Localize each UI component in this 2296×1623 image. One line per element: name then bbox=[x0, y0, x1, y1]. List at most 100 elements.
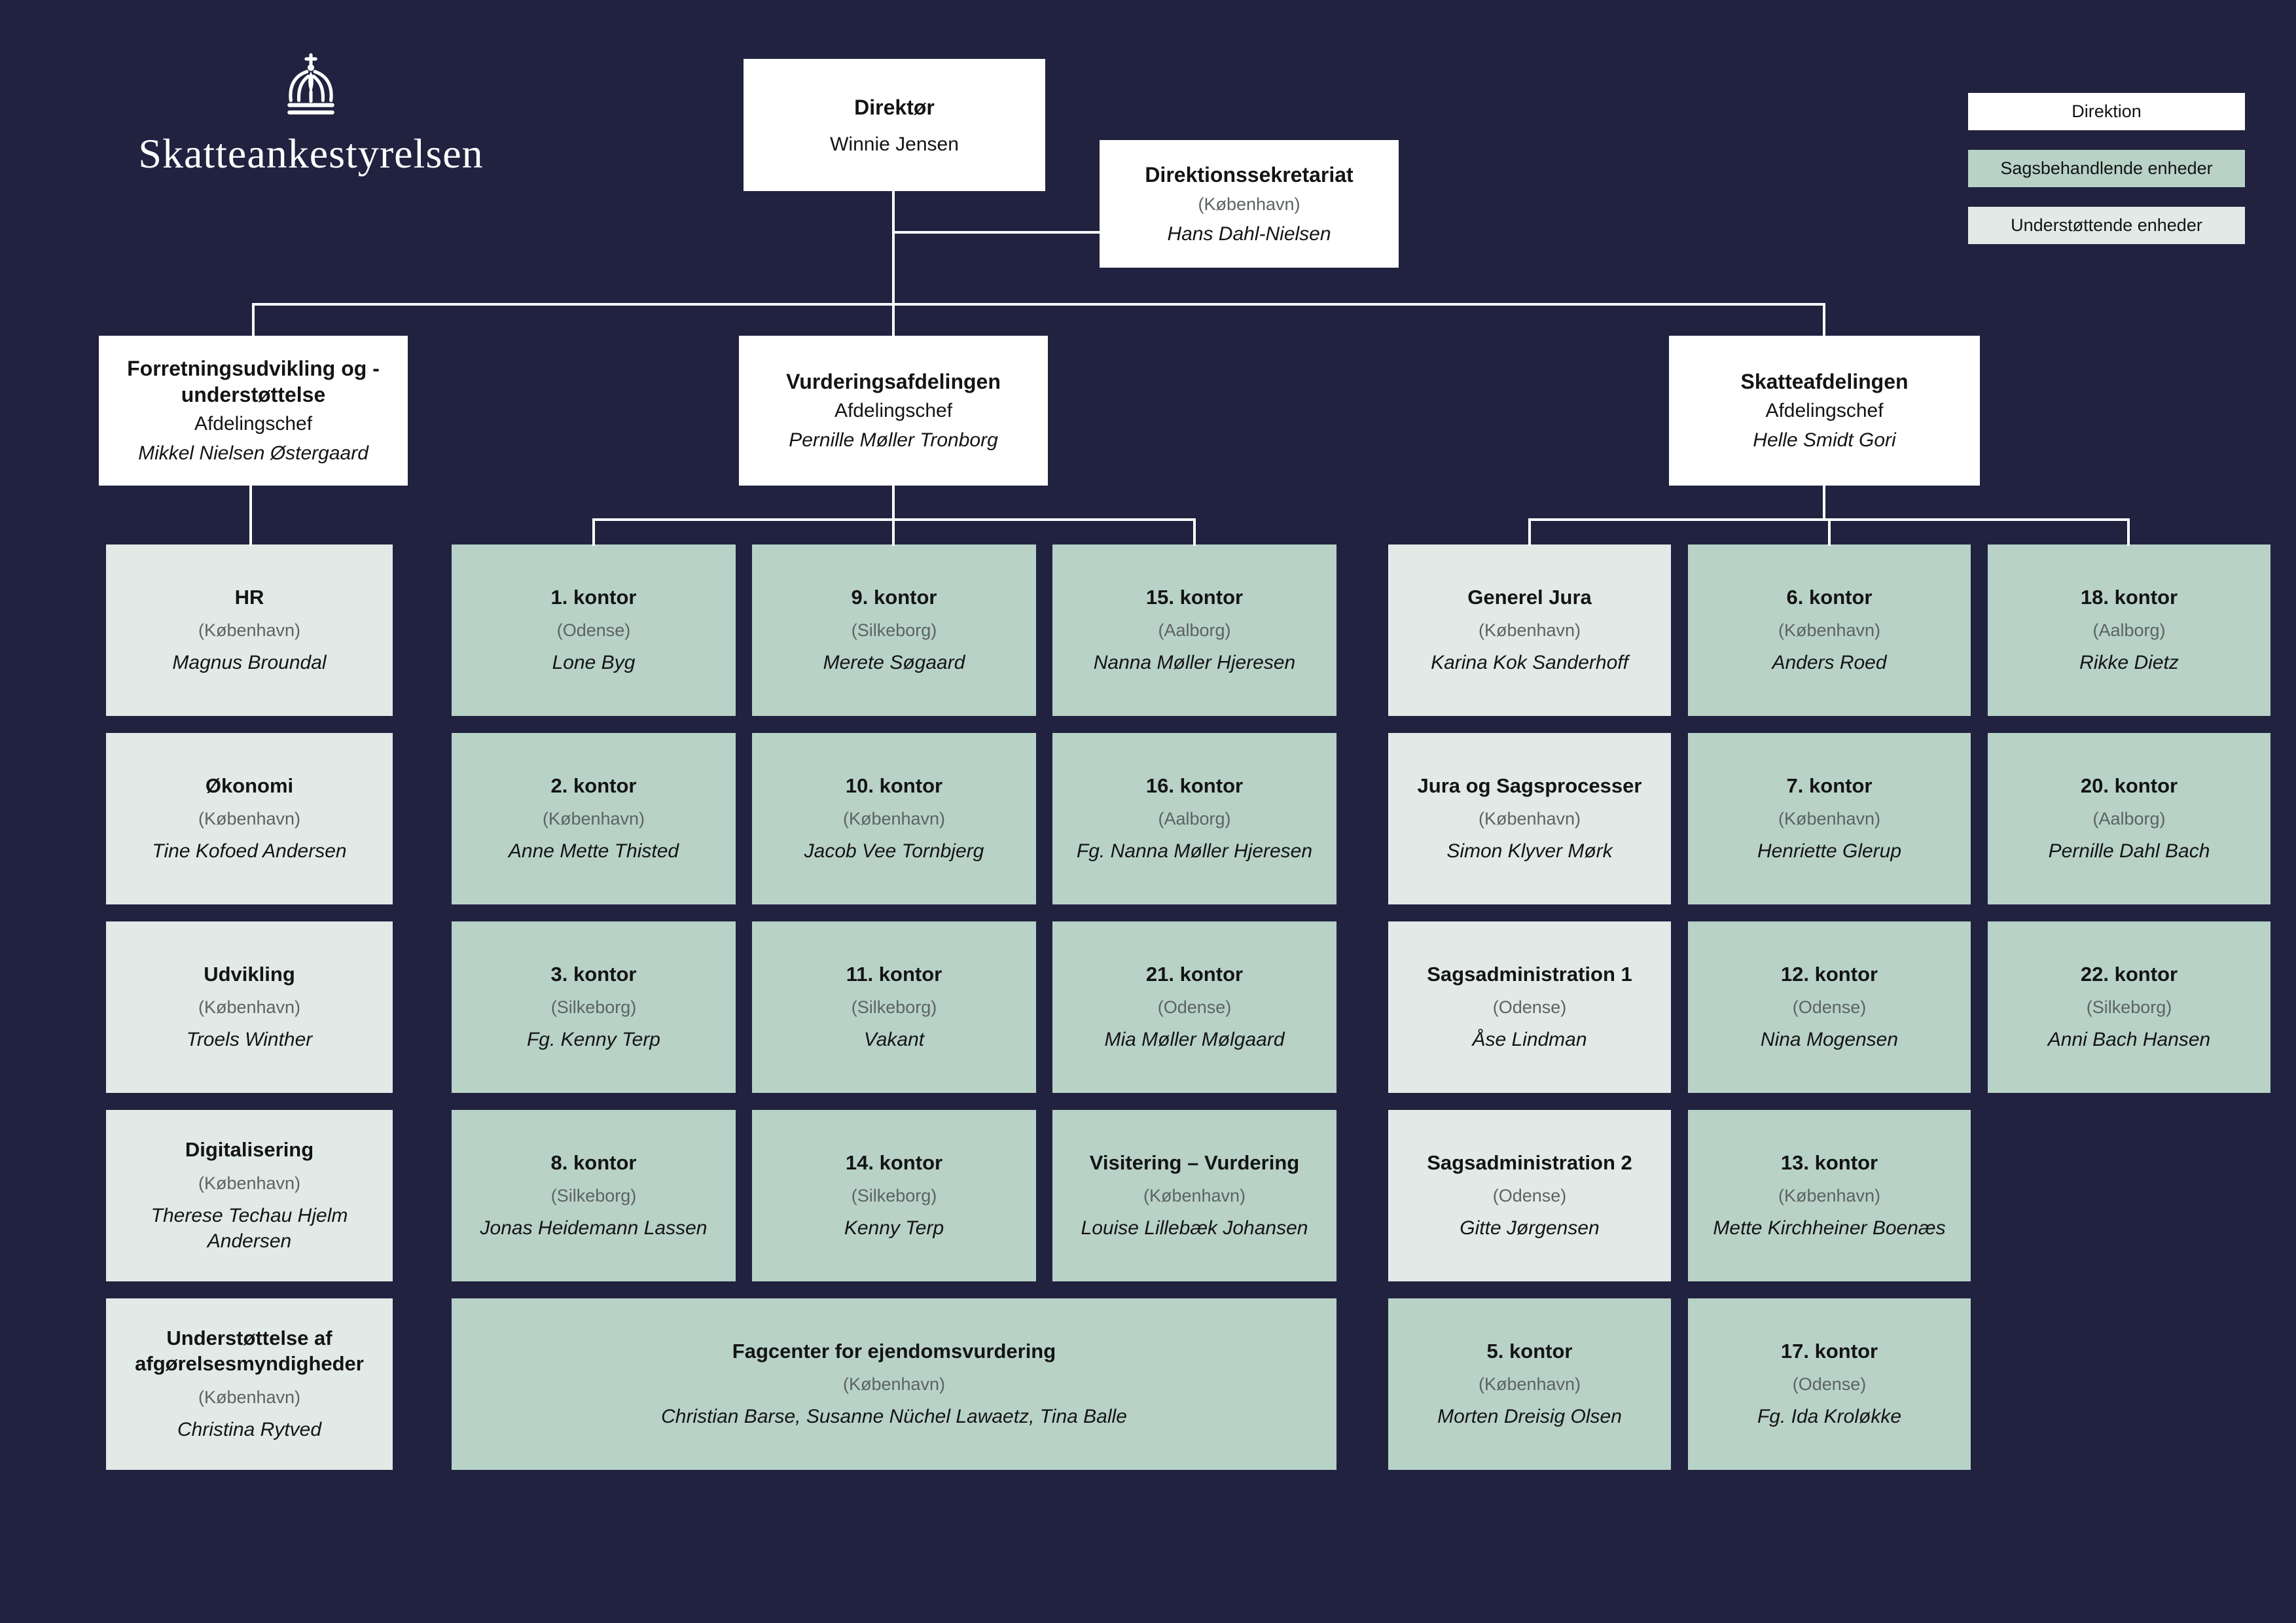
unit-name: Anders Roed bbox=[1772, 652, 1887, 674]
connector-line bbox=[1193, 518, 1196, 546]
unit-location: (København) bbox=[1778, 620, 1881, 641]
org-unit-box: 6. kontor (København) Anders Roed bbox=[1688, 544, 1971, 716]
unit-location: (København) bbox=[1778, 809, 1881, 829]
connector-line bbox=[892, 486, 895, 521]
unit-location: (Aalborg) bbox=[2092, 809, 2166, 829]
org-unit-box: HR (København) Magnus Broundal bbox=[106, 544, 393, 716]
unit-title: Sagsadministration 1 bbox=[1427, 962, 1632, 986]
unit-location: (Odense) bbox=[1792, 997, 1867, 1018]
org-unit-box: 1. kontor (Odense) Lone Byg bbox=[452, 544, 736, 716]
unit-title: 2. kontor bbox=[550, 774, 637, 797]
unit-location: (Odense) bbox=[1792, 1374, 1867, 1395]
unit-location: (København) bbox=[842, 809, 946, 829]
unit-title: 8. kontor bbox=[550, 1150, 637, 1174]
unit-location: (København) bbox=[198, 620, 301, 641]
unit-name: Louise Lillebæk Johansen bbox=[1081, 1217, 1308, 1240]
unit-location: (København) bbox=[198, 809, 301, 829]
unit-location: (Silkeborg) bbox=[851, 620, 937, 641]
connector-line bbox=[592, 518, 595, 546]
org-unit-box: 12. kontor (Odense) Nina Mogensen bbox=[1688, 921, 1971, 1093]
unit-title: 3. kontor bbox=[550, 962, 637, 986]
dept-skatteafdelingen-box: Skatteafdelingen Afdelingschef Helle Smi… bbox=[1669, 336, 1980, 486]
unit-name: Vakant bbox=[863, 1029, 925, 1051]
unit-title: 10. kontor bbox=[845, 774, 943, 797]
sekretariat-name: Hans Dahl-Nielsen bbox=[1167, 223, 1331, 245]
unit-name: Jacob Vee Tornbjerg bbox=[804, 840, 984, 863]
unit-name: Karina Kok Sanderhoff bbox=[1431, 652, 1628, 674]
org-unit-box: 3. kontor (Silkeborg) Fg. Kenny Terp bbox=[452, 921, 736, 1093]
unit-location: (København) bbox=[1478, 620, 1581, 641]
org-unit-box: Fagcenter for ejendomsvurdering (Københa… bbox=[452, 1298, 1336, 1470]
unit-location: (Silkeborg) bbox=[2086, 997, 2172, 1018]
unit-name: Magnus Broundal bbox=[172, 652, 327, 674]
unit-title: 17. kontor bbox=[1780, 1339, 1878, 1363]
unit-name: Christian Barse, Susanne Nüchel Lawaetz,… bbox=[661, 1406, 1127, 1428]
unit-name: Troels Winther bbox=[186, 1029, 313, 1051]
unit-name: Nanna Møller Hjeresen bbox=[1093, 652, 1296, 674]
org-unit-box: 11. kontor (Silkeborg) Vakant bbox=[752, 921, 1036, 1093]
org-unit-box: Sagsadministration 2 (Odense) Gitte Jørg… bbox=[1388, 1110, 1671, 1281]
unit-title: 16. kontor bbox=[1145, 774, 1244, 797]
org-unit-box: 15. kontor (Aalborg) Nanna Møller Hjeres… bbox=[1052, 544, 1336, 716]
unit-title: 18. kontor bbox=[2080, 585, 2178, 609]
unit-location: (Odense) bbox=[1492, 1186, 1567, 1206]
connector-line bbox=[892, 518, 895, 546]
unit-name: Fg. Kenny Terp bbox=[526, 1029, 660, 1051]
org-unit-box: Generel Jura (København) Karina Kok Sand… bbox=[1388, 544, 1671, 716]
unit-name: Henriette Glerup bbox=[1757, 840, 1902, 863]
dept-forretningsudvikling-box: Forretningsudvikling og -understøttelse … bbox=[99, 336, 408, 486]
unit-name: Rikke Dietz bbox=[2079, 652, 2179, 674]
unit-title: 15. kontor bbox=[1145, 585, 1244, 609]
unit-name: Tine Kofoed Andersen bbox=[152, 840, 347, 863]
org-unit-box: 22. kontor (Silkeborg) Anni Bach Hansen bbox=[1988, 921, 2270, 1093]
unit-location: (København) bbox=[198, 1173, 301, 1193]
direktor-title: Direktør bbox=[854, 96, 935, 119]
org-unit-box: Udvikling (København) Troels Winther bbox=[106, 921, 393, 1093]
legend-item: Direktion bbox=[1968, 93, 2245, 130]
unit-location: (Odense) bbox=[556, 620, 631, 641]
unit-location: (København) bbox=[542, 809, 645, 829]
org-unit-box: Digitalisering (København) Therese Techa… bbox=[106, 1110, 393, 1281]
unit-location: (Odense) bbox=[1157, 997, 1232, 1018]
unit-name: Jonas Heidemann Lassen bbox=[480, 1217, 708, 1240]
unit-name: Morten Dreisig Olsen bbox=[1437, 1406, 1622, 1428]
unit-name: Lone Byg bbox=[552, 652, 636, 674]
legend: Direktion Sagsbehandlende enheder Unders… bbox=[1968, 93, 2245, 244]
unit-title: Udvikling bbox=[204, 962, 295, 986]
unit-title: 6. kontor bbox=[1786, 585, 1873, 609]
legend-label: Direktion bbox=[2072, 101, 2142, 121]
unit-name: Anne Mette Thisted bbox=[508, 840, 679, 863]
unit-location: (Silkeborg) bbox=[851, 1186, 937, 1206]
connector-line bbox=[1823, 303, 1825, 337]
crown-icon bbox=[287, 53, 334, 115]
dept-title: Skatteafdelingen bbox=[1740, 370, 1909, 393]
org-unit-box: 17. kontor (Odense) Fg. Ida Kroløkke bbox=[1688, 1298, 1971, 1470]
unit-title: 13. kontor bbox=[1780, 1150, 1878, 1174]
legend-item: Understøttende enheder bbox=[1968, 207, 2245, 244]
org-unit-box: 21. kontor (Odense) Mia Møller Mølgaard bbox=[1052, 921, 1336, 1093]
org-unit-box: 8. kontor (Silkeborg) Jonas Heidemann La… bbox=[452, 1110, 736, 1281]
legend-label: Sagsbehandlende enheder bbox=[2000, 158, 2213, 178]
unit-location: (Silkeborg) bbox=[851, 997, 937, 1018]
connector-line bbox=[249, 486, 252, 546]
dept-title: Forretningsudvikling og -understøttelse bbox=[127, 357, 380, 406]
vurdering-units-grid: 1. kontor (Odense) Lone Byg 9. kontor (S… bbox=[452, 544, 1336, 1470]
unit-title: 5. kontor bbox=[1486, 1339, 1573, 1363]
dept-name: Pernille Møller Tronborg bbox=[789, 429, 998, 451]
dept-role: Afdelingschef bbox=[1765, 400, 1884, 421]
unit-name: Therese Techau Hjelm Andersen bbox=[151, 1204, 348, 1252]
org-unit-box: Økonomi (København) Tine Kofoed Andersen bbox=[106, 733, 393, 904]
sekretariat-location: (København) bbox=[1198, 194, 1300, 214]
sekretariat-title: Direktionssekretariat bbox=[1145, 162, 1354, 187]
legend-item: Sagsbehandlende enheder bbox=[1968, 150, 2245, 187]
connector-line bbox=[2127, 518, 2130, 546]
unit-name: Mia Møller Mølgaard bbox=[1104, 1029, 1285, 1051]
unit-name: Anni Bach Hansen bbox=[2047, 1029, 2211, 1051]
unit-location: (København) bbox=[1478, 809, 1581, 829]
unit-name: Pernille Dahl Bach bbox=[2048, 840, 2210, 863]
unit-title: 14. kontor bbox=[845, 1150, 943, 1174]
dept-vurderingsafdelingen-box: Vurderingsafdelingen Afdelingschef Perni… bbox=[739, 336, 1048, 486]
unit-title: 11. kontor bbox=[846, 962, 942, 986]
unit-name: Kenny Terp bbox=[844, 1217, 944, 1240]
org-unit-box: Visitering – Vurdering (København) Louis… bbox=[1052, 1110, 1336, 1281]
